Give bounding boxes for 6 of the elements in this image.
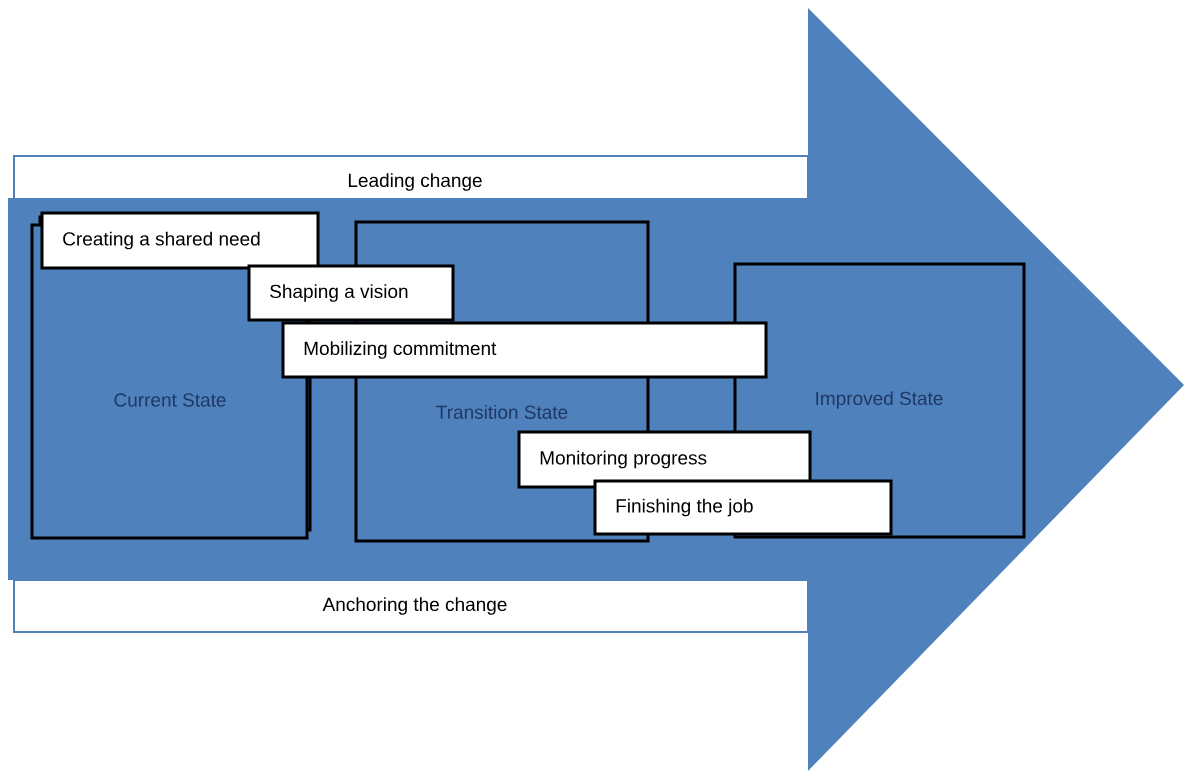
step-box: Creating a shared need: [40, 211, 320, 270]
band-box: Anchoring the change: [13, 579, 809, 633]
step-box: Shaping a vision: [247, 264, 455, 322]
band-box: Leading change: [13, 155, 809, 201]
step-box: Finishing the job: [593, 479, 893, 536]
step-box: Monitoring progress: [517, 430, 812, 489]
